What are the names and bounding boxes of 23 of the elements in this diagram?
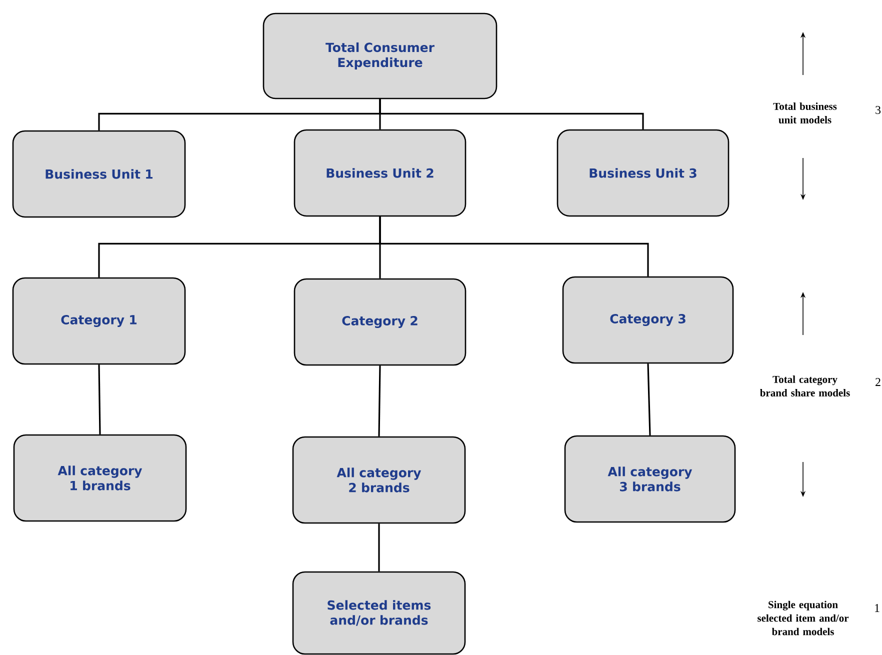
connector-line <box>647 364 651 436</box>
process-box: All category 1 brands <box>13 434 187 522</box>
side-label: Single equation selected item and/or brand models <box>758 600 849 636</box>
level-number: 3 <box>876 106 881 114</box>
connector-line <box>98 364 101 434</box>
connector-line <box>378 366 381 436</box>
process-box: All category 3 brands <box>564 435 736 523</box>
process-box: Business Unit 1 <box>12 130 186 218</box>
side-label: Total business unit models <box>773 102 837 124</box>
connector-line <box>379 216 649 276</box>
connector-line <box>379 99 644 130</box>
process-box: Business Unit 2 <box>294 129 466 217</box>
level-number: 1 <box>875 604 880 612</box>
level-number: 2 <box>876 378 880 386</box>
process-box: All category 2 brands <box>292 436 466 524</box>
process-box: Total Consumer Expenditure <box>262 12 498 100</box>
process-box: Category 1 <box>12 277 186 365</box>
process-box: Business Unit 3 <box>556 129 730 217</box>
process-box: Category 3 <box>562 276 734 364</box>
process-box: Category 2 <box>294 278 466 366</box>
side-label: Total category brand share models <box>760 376 850 396</box>
connector-line <box>378 524 380 572</box>
process-box: Selected items and/or brands <box>292 571 466 655</box>
